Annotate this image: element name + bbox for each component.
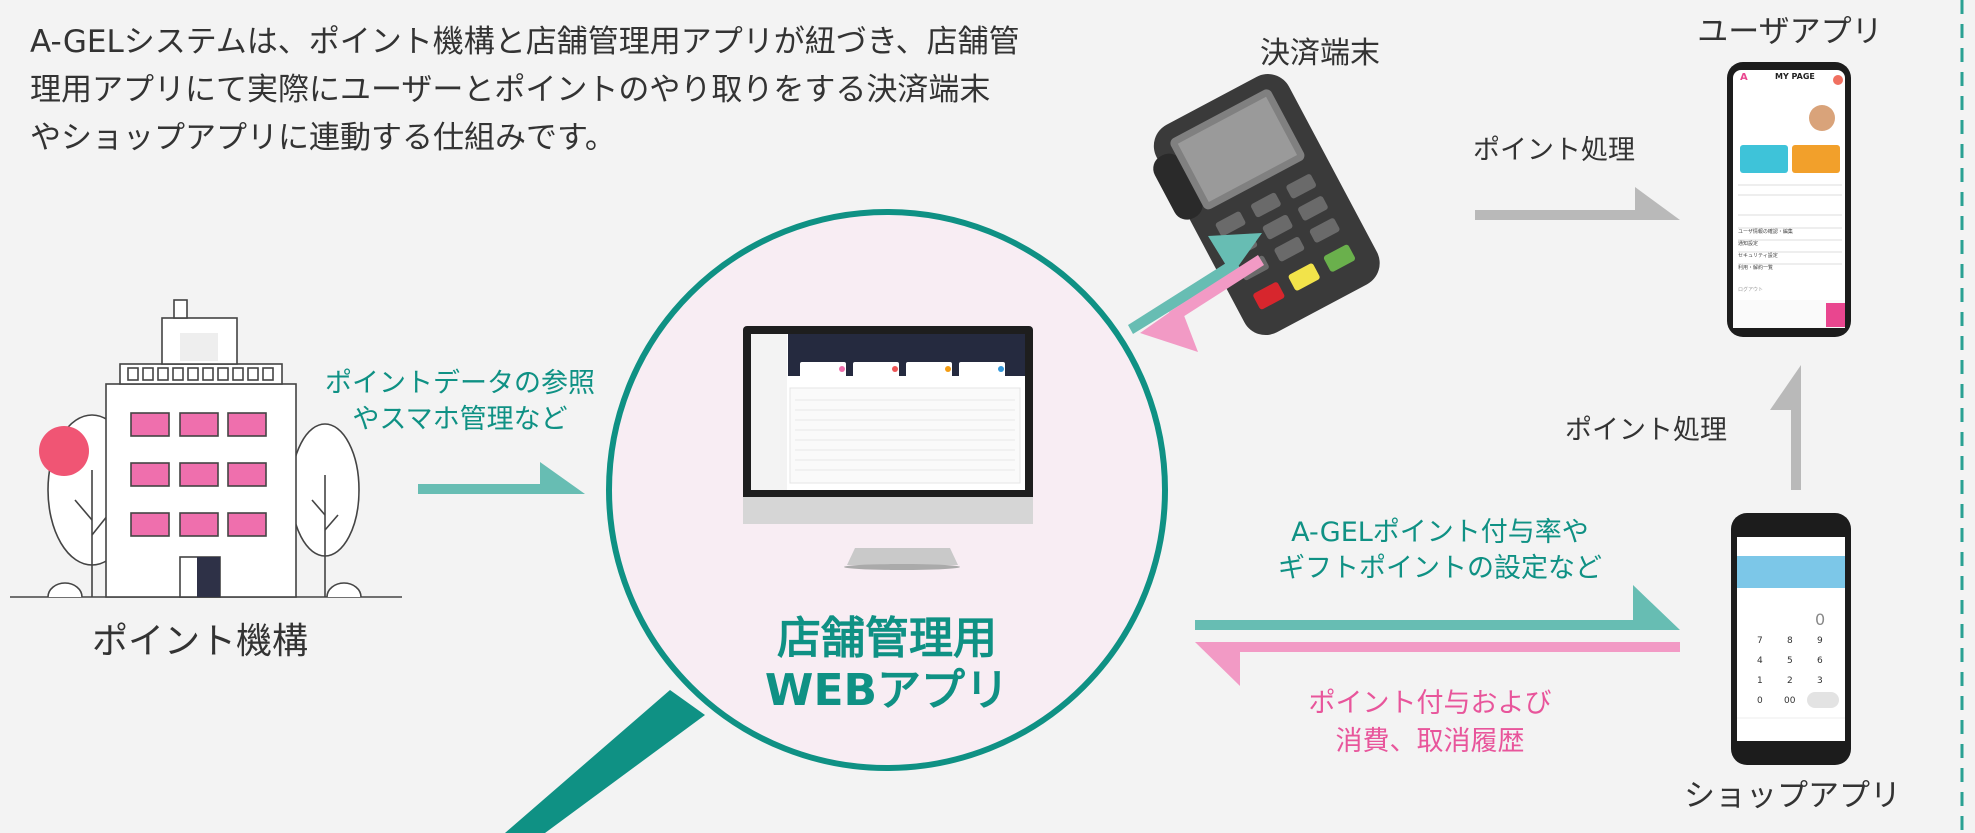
user-app-menu-item: ユーザ情報の確認・編集 xyxy=(1738,229,1793,235)
arrow-terminal-to-user xyxy=(1475,187,1680,220)
arrow-terminal-to-web xyxy=(1140,255,1264,352)
user-app-menu-item: 通知設定 xyxy=(1738,241,1759,247)
node-terminal: 決済端末 xyxy=(1260,36,1380,71)
keypad-key: 7 xyxy=(1757,636,1763,646)
node-web-app-line1: 店舗管理用 xyxy=(777,613,997,664)
keypad-key: 0 xyxy=(1757,696,1763,706)
edge-shop-to-web-line2: 消費、取消履歴 xyxy=(1335,726,1525,757)
keypad-key: 5 xyxy=(1787,656,1793,666)
keypad-key: 4 xyxy=(1757,656,1763,666)
edge-terminal-to-user: ポイント処理 xyxy=(1473,135,1635,166)
edge-org-to-web-line1: ポイントデータの参照 xyxy=(325,368,595,399)
user-app-brand: A xyxy=(1740,72,1748,83)
keypad-key: 8 xyxy=(1787,636,1793,646)
magnifier-handle xyxy=(505,690,705,833)
node-shop-app: ショップアプリ xyxy=(1684,778,1901,814)
keypad-key: 00 xyxy=(1784,696,1796,706)
edge-web-to-shop-line1: A-GELポイント付与率や xyxy=(1291,517,1589,548)
node-point-org: ポイント機構 xyxy=(91,621,308,662)
keypad-key: 2 xyxy=(1787,676,1793,686)
pink-windows xyxy=(130,412,267,537)
roof-windows xyxy=(127,367,274,381)
monitor-illustration xyxy=(743,326,1033,570)
arrow-org-to-web xyxy=(418,462,585,494)
intro-text: A-GELシステムは、ポイント機構と店舗管理用アプリが紐づき、店舗管理用アプリに… xyxy=(30,24,1020,156)
edge-shop-to-user: ポイント処理 xyxy=(1565,415,1727,446)
node-user-app: ユーザアプリ xyxy=(1697,14,1883,50)
user-app-menu-item: 利用・解約一覧 xyxy=(1738,265,1774,271)
keypad-key: 1 xyxy=(1757,676,1763,686)
shop-app-phone xyxy=(1731,513,1851,765)
shop-app-display: 0 xyxy=(1815,610,1826,629)
user-app-header: MY PAGE xyxy=(1775,72,1815,81)
monitor-chin xyxy=(743,497,1033,524)
user-app-menu-item: セキュリティ設定 xyxy=(1738,253,1778,259)
edge-web-to-shop-line2: ギフトポイントの設定など xyxy=(1278,553,1602,584)
user-app-logout: ログアウト xyxy=(1738,287,1764,293)
sun-dot xyxy=(39,426,89,476)
point-org-illustration xyxy=(10,299,402,598)
arrow-web-to-shop xyxy=(1195,585,1680,630)
arrow-web-to-terminal xyxy=(1128,233,1262,334)
edge-shop-to-web-line1: ポイント付与および xyxy=(1308,688,1552,719)
keypad-key: 9 xyxy=(1817,636,1823,646)
payment-terminal-illustration xyxy=(1153,74,1380,336)
user-app-phone xyxy=(1727,62,1851,337)
node-web-app-line2: WEBアプリ xyxy=(764,665,1010,716)
arrow-shop-to-web xyxy=(1195,642,1680,686)
edge-org-to-web-line2: やスマホ管理など xyxy=(352,404,568,435)
keypad-key: 6 xyxy=(1817,656,1823,666)
keypad-key: 3 xyxy=(1817,676,1823,686)
building-door xyxy=(197,557,220,597)
monitor-stand xyxy=(847,548,958,565)
arrow-shop-to-user xyxy=(1770,365,1801,490)
